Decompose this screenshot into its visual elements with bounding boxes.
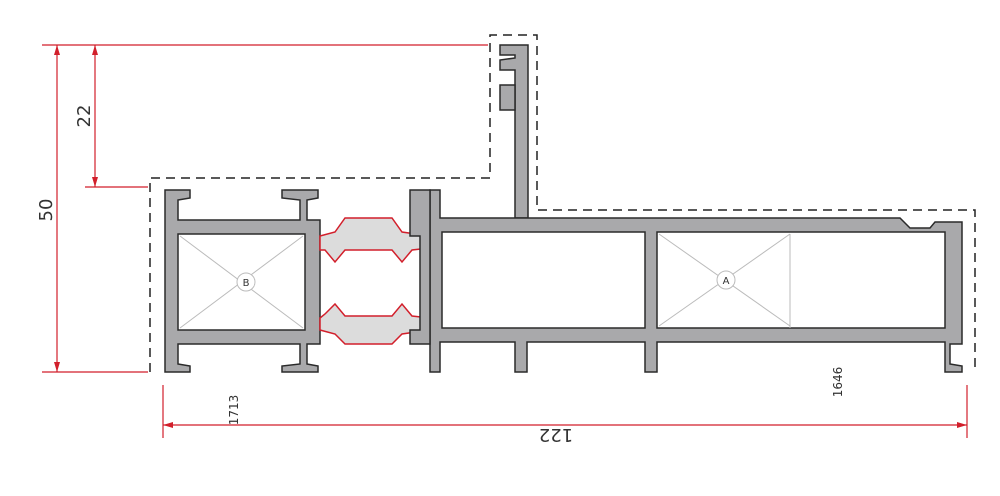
envelope-outline — [149, 34, 976, 372]
dim-upper-height: 22 — [74, 105, 95, 128]
profile-code-right: 1646 — [831, 367, 845, 398]
chamber-a: A — [658, 233, 791, 328]
dimension-lines — [42, 44, 968, 438]
profile-code-left: 1713 — [227, 395, 241, 426]
dim-overall-width: 122 — [539, 424, 573, 445]
dim-overall-height: 50 — [36, 199, 57, 222]
thermal-break — [319, 217, 431, 345]
chamber-b: B — [179, 235, 304, 329]
chamber-a-label: A — [723, 276, 730, 287]
chamber-b-label: B — [243, 278, 250, 289]
profile-right — [409, 44, 963, 373]
